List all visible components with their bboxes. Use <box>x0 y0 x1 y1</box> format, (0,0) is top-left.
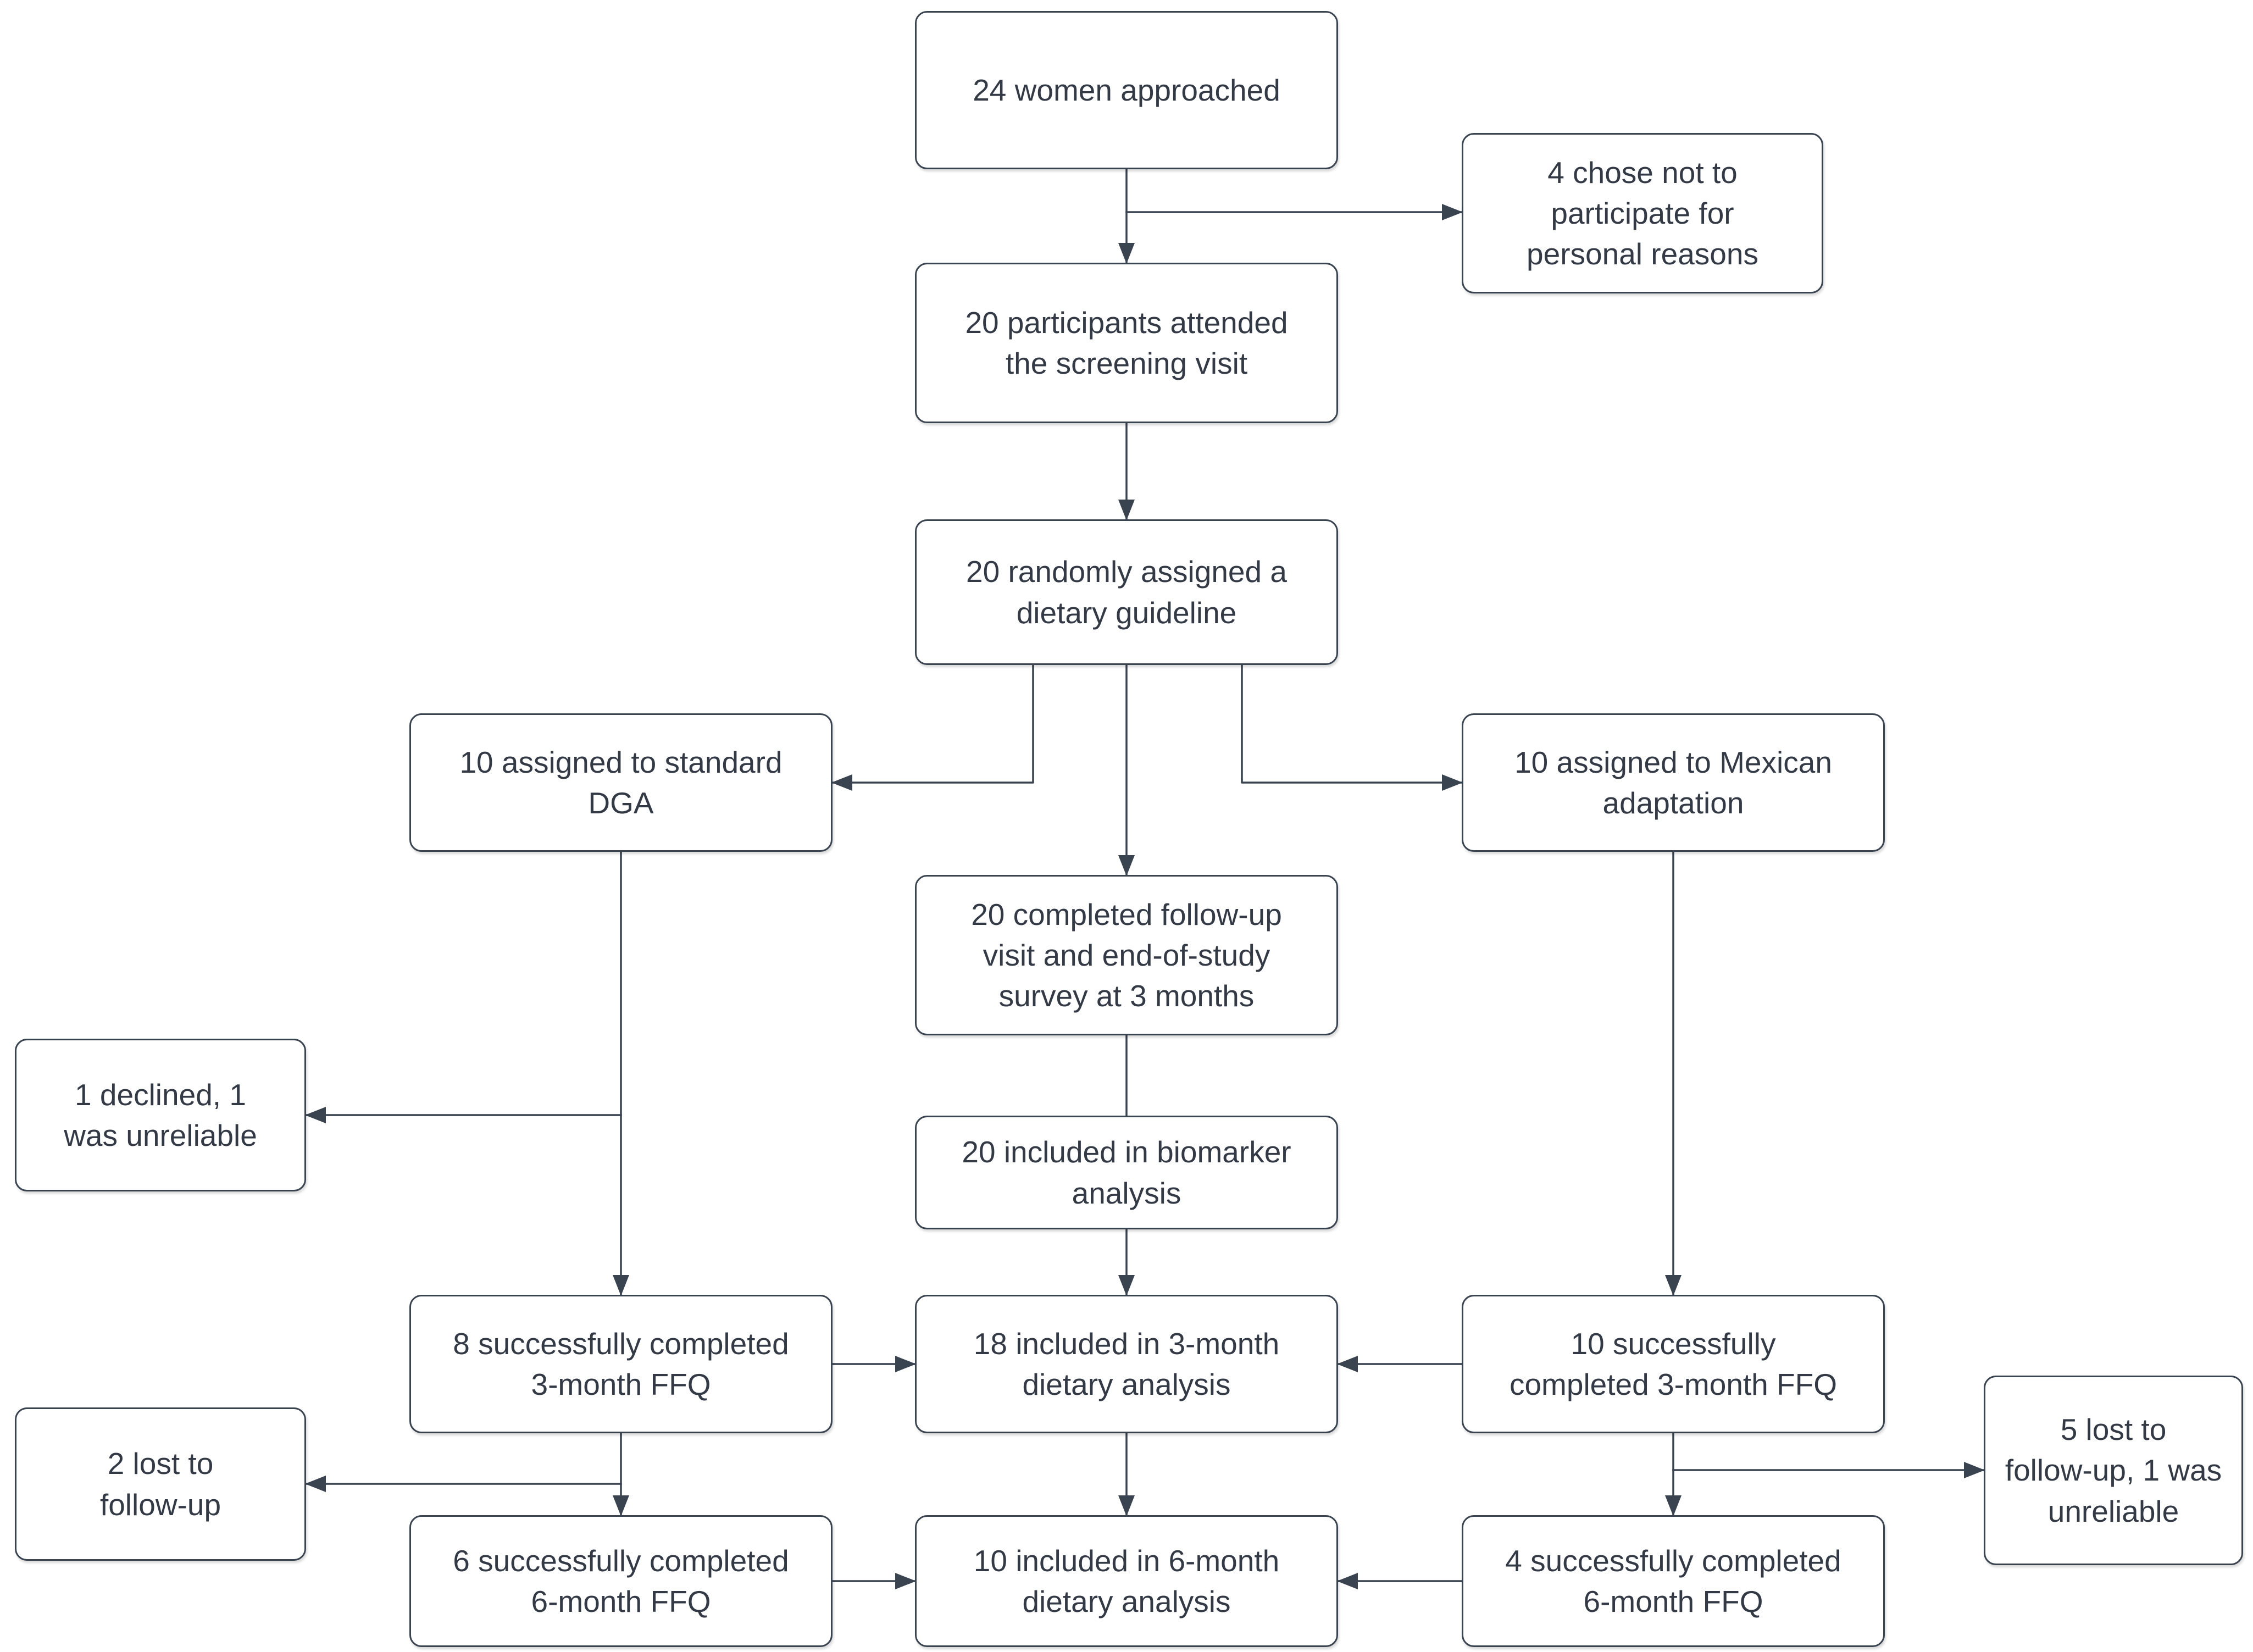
node-chose-not-to-participate: 4 chose not to participate for personal … <box>1462 133 1823 293</box>
node-3month-ffq-dga: 8 successfully completed 3-month FFQ <box>409 1295 833 1433</box>
node-randomly-assigned: 20 randomly assigned a dietary guideline <box>915 519 1338 665</box>
node-declined-unreliable: 1 declined, 1 was unreliable <box>15 1039 306 1191</box>
node-6month-ffq-mexican: 4 successfully completed 6-month FFQ <box>1462 1515 1885 1647</box>
node-followup-visit: 20 completed follow-up visit and end-of-… <box>915 875 1338 1035</box>
edge-randomized-to-standard-dga <box>831 664 1034 791</box>
node-mexican-adaptation: 10 assigned to Mexican adaptation <box>1462 713 1885 852</box>
node-6month-dietary-analysis: 10 included in 6-month dietary analysis <box>915 1515 1338 1647</box>
node-3month-dietary-analysis: 18 included in 3-month dietary analysis <box>915 1295 1338 1433</box>
node-screening-visit: 20 participants attended the screening v… <box>915 263 1338 423</box>
edge-randomized-to-mexican-adaptation <box>1241 664 1463 791</box>
node-2-lost-followup: 2 lost to follow-up <box>15 1407 306 1561</box>
node-5-lost-followup: 5 lost to follow-up, 1 was unreliable <box>1984 1376 2243 1565</box>
node-3month-ffq-mexican: 10 successfully completed 3-month FFQ <box>1462 1295 1885 1433</box>
node-standard-dga: 10 assigned to standard DGA <box>409 713 833 852</box>
node-biomarker-analysis: 20 included in biomarker analysis <box>915 1116 1338 1229</box>
node-women-approached: 24 women approached <box>915 11 1338 169</box>
node-6month-ffq-dga: 6 successfully completed 6-month FFQ <box>409 1515 833 1647</box>
